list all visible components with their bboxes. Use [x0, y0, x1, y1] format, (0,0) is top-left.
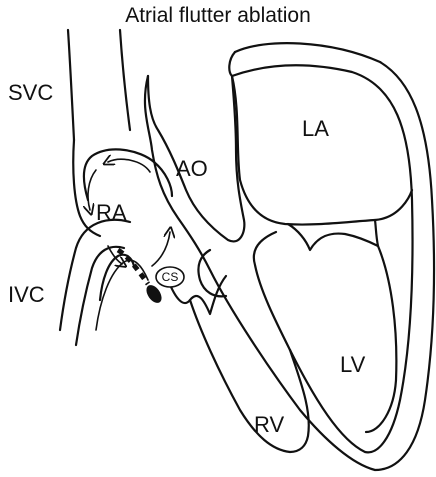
label-ra: RA [96, 200, 127, 225]
left-ventricle-wall [254, 232, 290, 350]
flutter-arrow-left [88, 170, 96, 210]
label-ao: AO [176, 156, 208, 181]
flutter-arrow-top [108, 159, 150, 172]
label-lv: LV [340, 352, 366, 377]
right-atrium-roof [84, 149, 172, 200]
flutter-arrow-right [152, 232, 170, 266]
svc-right-wall [120, 30, 130, 130]
label-ivc: IVC [8, 282, 45, 307]
catheter-tip [143, 282, 164, 305]
svc-left-wall [68, 30, 74, 140]
ivc-outer-wall [60, 220, 130, 330]
catheter-shaft [96, 260, 148, 330]
label-cs: CS [162, 270, 179, 284]
label-la: LA [302, 116, 329, 141]
rv-outer-wall [190, 300, 309, 452]
lv-inner-free-wall [366, 246, 396, 432]
label-svc: SVC [8, 80, 53, 105]
label-rv: RV [254, 412, 284, 437]
